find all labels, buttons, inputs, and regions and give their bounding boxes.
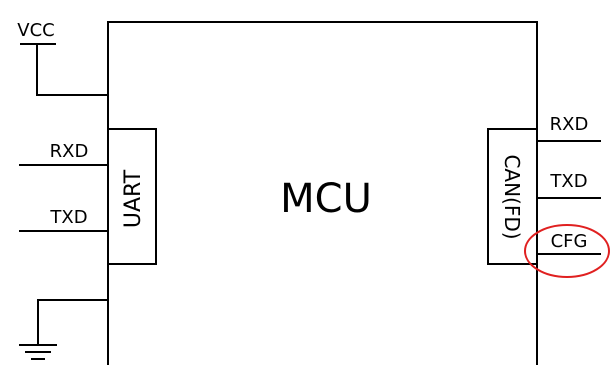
uart-label: UART <box>121 169 146 228</box>
vcc-symbol <box>20 43 108 96</box>
uart-rxd-label: RXD <box>50 141 89 162</box>
mcu-label: MCU <box>280 176 372 222</box>
can-rxd-label: RXD <box>550 114 589 135</box>
vcc-label: VCC <box>17 20 54 41</box>
can-cfg-label: CFG <box>551 231 588 252</box>
can-txd-label: TXD <box>549 171 587 192</box>
cfg-highlight-ellipse <box>524 224 610 278</box>
uart-txd-label: TXD <box>49 207 87 228</box>
ground-symbol <box>19 299 108 360</box>
uart-block <box>107 128 157 265</box>
can-label: CAN(FD) <box>500 154 524 239</box>
